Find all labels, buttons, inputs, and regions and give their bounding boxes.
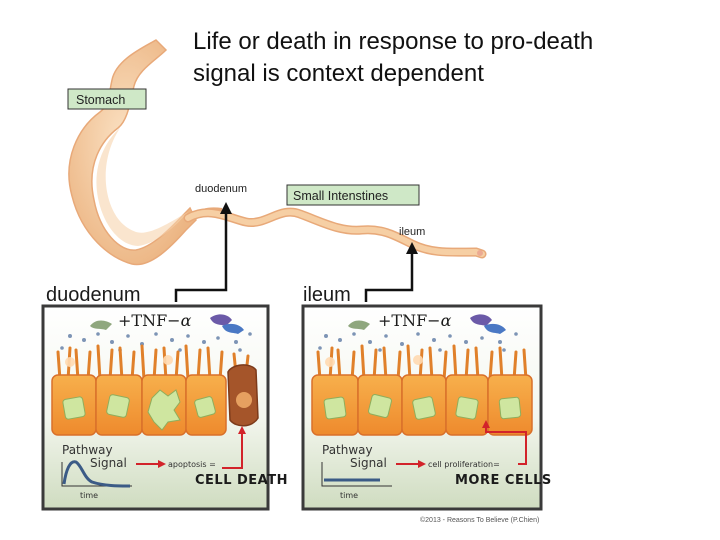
ileum-anatomy-label: ileum (399, 226, 425, 238)
nucleus (194, 396, 216, 418)
pathway-label-right: Pathway (322, 443, 373, 457)
time-label-right: time (340, 491, 358, 500)
small-intestines-label: Small Intenstines (286, 184, 420, 206)
pathway-signal-left: Pathway Signal time (61, 443, 132, 500)
outcome-result-left: CELL DEATH (195, 473, 288, 488)
nucleus (62, 396, 86, 420)
ileum-panel: ileum +TNF−α (301, 284, 552, 511)
intestine-illustration (183, 207, 487, 259)
stomach-label: Stomach (67, 88, 147, 110)
title-line-1: Life or death in response to pro-death (193, 28, 594, 55)
nucleus (368, 394, 392, 418)
dying-cell-nucleus (236, 392, 252, 408)
nucleus (412, 396, 436, 420)
ileum-tnf-label: +TNF−α (378, 311, 452, 330)
ileum-connector-arrow (364, 242, 418, 302)
outcome-left: apoptosis = CELL DEATH (136, 426, 288, 488)
duodenum-panel: duodenum +TNF−α (41, 284, 288, 511)
pathway-signal-right: Pathway Signal time (321, 443, 392, 500)
epithelial-cells-left (51, 355, 259, 436)
stomach-label-text: Stomach (76, 93, 125, 107)
outcome-label-left: apoptosis = (168, 460, 216, 469)
duodenum-connector-arrow (174, 202, 232, 302)
outcome-label-right: cell proliferation= (428, 460, 500, 469)
tnf-molecules-right (318, 314, 518, 352)
duodenum-tnf-label: +TNF−α (118, 311, 192, 330)
pathway-label-left: Pathway (62, 443, 113, 457)
duodenum-anatomy-label: duodenum (195, 183, 247, 195)
nucleus (498, 396, 522, 420)
outcome-right: cell proliferation= MORE CELLS (396, 420, 552, 488)
title-line-2: signal is context dependent (193, 60, 484, 87)
nucleus (323, 396, 347, 420)
nucleus (106, 394, 130, 418)
ileum-panel-heading: ileum (303, 284, 351, 306)
small-intestines-label-text: Small Intenstines (293, 189, 388, 203)
time-label-left: time (80, 491, 98, 500)
duodenum-panel-heading: duodenum (46, 284, 141, 306)
signal-label-left: Signal (90, 456, 127, 470)
slide-title: Life or death in response to pro-death s… (193, 26, 693, 90)
stomach-illustration (68, 39, 223, 266)
credit-text: ©2013 - Reasons To Believe (P.Chien) (420, 516, 539, 524)
outcome-result-right: MORE CELLS (455, 473, 552, 488)
fragmented-nucleus (147, 389, 181, 431)
tnf-molecules-left (60, 314, 252, 352)
signal-label-right: Signal (350, 456, 387, 470)
nucleus (455, 396, 479, 420)
epithelial-cells-right (311, 355, 533, 436)
signal-curve-left (62, 460, 131, 488)
